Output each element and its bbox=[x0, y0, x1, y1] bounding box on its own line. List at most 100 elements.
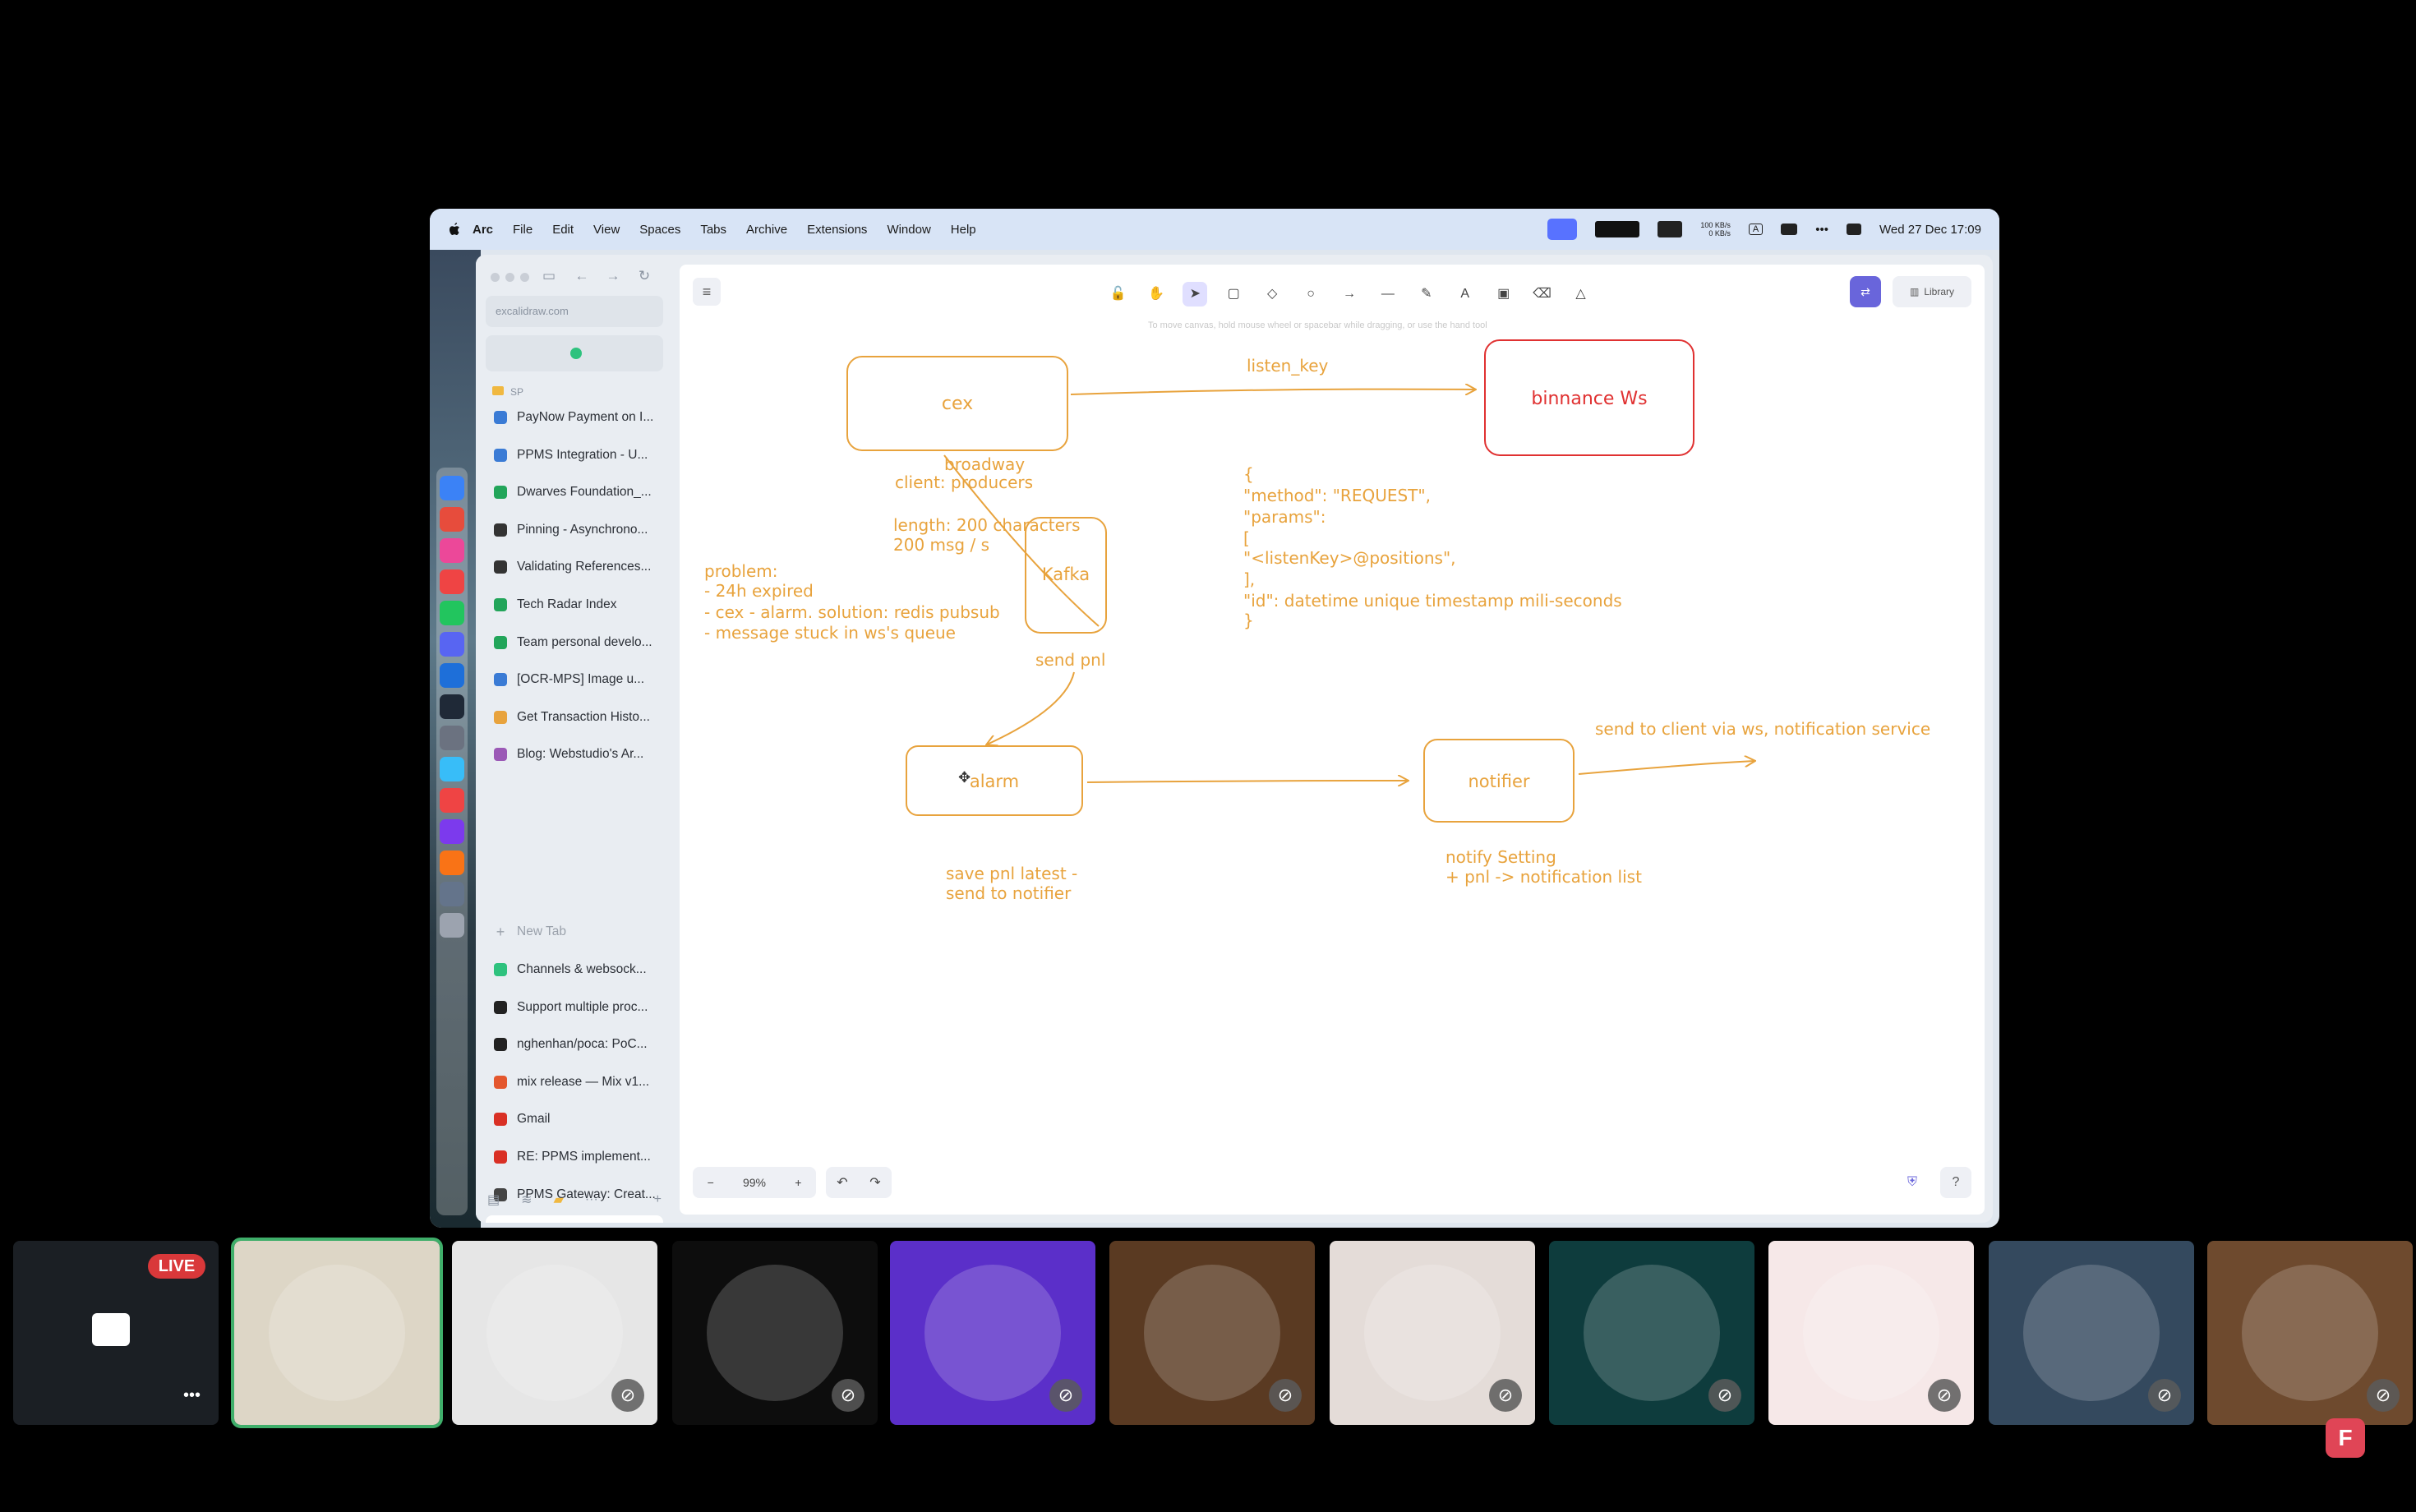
sidebar-tab[interactable]: Channels & websock... bbox=[486, 953, 663, 986]
participant-tile[interactable]: ⊘ bbox=[1330, 1241, 1535, 1425]
library-button[interactable]: ▥Library bbox=[1893, 276, 1971, 307]
discord-app-icon[interactable] bbox=[440, 632, 464, 657]
url-bar[interactable]: excalidraw.com bbox=[486, 296, 663, 327]
participant-tile[interactable]: ⊘ bbox=[2207, 1241, 2413, 1425]
sidebar-tab[interactable]: Get Transaction Histo... bbox=[486, 701, 663, 734]
sidebar-tab[interactable]: Pinning - Asynchrono... bbox=[486, 514, 663, 546]
text-tool-icon[interactable]: A bbox=[1460, 287, 1470, 301]
redo-icon[interactable]: ↷ bbox=[869, 1176, 881, 1190]
pencil-tool-icon[interactable]: ✎ bbox=[1421, 287, 1432, 301]
alarm-notifier-arrow[interactable] bbox=[1086, 781, 1408, 782]
menu-window[interactable]: Window bbox=[887, 222, 931, 237]
more-tools-icon[interactable]: △ bbox=[1575, 287, 1586, 301]
menu-view[interactable]: View bbox=[593, 222, 620, 237]
display-icon[interactable] bbox=[1781, 224, 1798, 235]
excalidraw-canvas[interactable]: ≡ 🔓 ✋ ➤ ▢ ◇ ○ → — ✎ A ▣ ⌫ △ To move canv… bbox=[680, 265, 1985, 1215]
postman-app-icon[interactable] bbox=[440, 850, 464, 875]
cex-kafka-line[interactable] bbox=[943, 454, 1100, 627]
menu-tabs[interactable]: Tabs bbox=[700, 222, 727, 237]
rectangle-tool-icon[interactable]: ▢ bbox=[1227, 287, 1240, 301]
terminal-app-icon[interactable] bbox=[440, 694, 464, 719]
control-center-icon[interactable] bbox=[1847, 224, 1862, 235]
sidebar-tab[interactable]: mix release — Mix v1... bbox=[486, 1066, 663, 1099]
sidebar-tab[interactable]: Gmail bbox=[486, 1103, 663, 1136]
close-window-button[interactable] bbox=[491, 273, 500, 282]
vscode-app-icon[interactable] bbox=[440, 663, 464, 688]
menu-arc[interactable]: Arc bbox=[473, 222, 494, 237]
new-space-icon[interactable]: + bbox=[653, 1192, 662, 1206]
tor-app-icon[interactable] bbox=[440, 819, 464, 844]
screen-share-icon[interactable] bbox=[1547, 219, 1578, 240]
spaces-icon[interactable]: ≋ bbox=[521, 1193, 533, 1207]
menu-spaces[interactable]: Spaces bbox=[639, 222, 681, 237]
forward-icon[interactable]: → bbox=[606, 268, 620, 284]
back-icon[interactable]: ← bbox=[574, 268, 589, 284]
send-pnl-arrow[interactable] bbox=[987, 671, 1075, 744]
line-tool-icon[interactable]: — bbox=[1381, 287, 1395, 301]
diagram[interactable]: cex binnance Ws listen_key broadway clie… bbox=[680, 265, 1985, 1215]
sidebar-tab[interactable]: PayNow Payment on I... bbox=[486, 401, 663, 434]
sidebar-tab[interactable]: Blog: Webstudio's Ar... bbox=[486, 738, 663, 771]
diamond-tool-icon[interactable]: ◇ bbox=[1266, 287, 1278, 301]
sidebar-tab[interactable]: nghenhan/poca: PoC... bbox=[486, 1028, 663, 1061]
zoom-level[interactable]: 99% bbox=[742, 1176, 766, 1189]
reload-icon[interactable]: ↻ bbox=[638, 268, 651, 284]
alarm-box[interactable] bbox=[906, 745, 1083, 816]
archive-icon[interactable]: ▤ bbox=[487, 1193, 500, 1207]
safari-app-icon[interactable] bbox=[440, 757, 464, 781]
listen-key-arrow[interactable] bbox=[1070, 390, 1475, 394]
sidebar-tab[interactable]: Team personal develo... bbox=[486, 626, 663, 659]
participant-tile[interactable]: ⊘ bbox=[1989, 1241, 2194, 1425]
ellipse-tool-icon[interactable]: ○ bbox=[1307, 287, 1315, 301]
cex-box[interactable] bbox=[846, 356, 1068, 451]
sidebar-tab[interactable]: Tech Radar Index bbox=[486, 588, 663, 621]
participant-tile[interactable]: ⊘ bbox=[1768, 1241, 1974, 1425]
sidebar-tab[interactable]: Support multiple proc... bbox=[486, 991, 663, 1024]
spotify-icon[interactable] bbox=[570, 348, 582, 359]
more-spaces-icon[interactable]: ··· bbox=[584, 1192, 598, 1206]
eraser-tool-icon[interactable]: ⌫ bbox=[1533, 287, 1551, 301]
minimize-window-button[interactable] bbox=[505, 273, 514, 282]
main-menu-icon[interactable]: ≡ bbox=[693, 278, 721, 306]
apple-icon[interactable] bbox=[448, 222, 461, 237]
json-note[interactable]: { "method": "REQUEST", "params": [ "<lis… bbox=[1243, 464, 1622, 630]
notifier-box[interactable] bbox=[1423, 739, 1575, 823]
menu-archive[interactable]: Archive bbox=[746, 222, 788, 237]
more-icon[interactable]: ••• bbox=[1815, 222, 1829, 237]
sidebar-toggle-icon[interactable]: ▭ bbox=[542, 268, 556, 284]
participant-tile[interactable]: ⊘ bbox=[890, 1241, 1095, 1425]
finder-icon[interactable] bbox=[440, 476, 464, 500]
menu-extensions[interactable]: Extensions bbox=[807, 222, 868, 237]
notify-client-arrow[interactable] bbox=[1578, 761, 1754, 775]
input-source-icon[interactable]: A bbox=[1748, 224, 1764, 235]
participant-tile[interactable]: ⊘ bbox=[1109, 1241, 1315, 1425]
kafka-box[interactable] bbox=[1025, 517, 1107, 634]
sidebar-tab[interactable]: [OCR-MPS] Image u... bbox=[486, 663, 663, 696]
clock[interactable]: Wed 27 Dec 17:09 bbox=[1879, 222, 1981, 237]
calendar-app-icon[interactable] bbox=[440, 569, 464, 594]
zoom-window-button[interactable] bbox=[520, 273, 529, 282]
hand-tool-icon[interactable]: ✋ bbox=[1148, 287, 1165, 301]
preview-app-icon[interactable] bbox=[440, 882, 464, 906]
photos-icon[interactable] bbox=[440, 507, 464, 532]
new-tab-button[interactable]: +New Tab bbox=[486, 915, 663, 948]
sidebar-tab[interactable]: RE: PPMS implement... bbox=[486, 1141, 663, 1173]
sidebar-tab[interactable]: Dwarves Foundation_... bbox=[486, 476, 663, 509]
slack-app-icon[interactable] bbox=[440, 601, 464, 625]
pinned-favorites[interactable] bbox=[486, 335, 663, 371]
trash-icon[interactable] bbox=[440, 913, 464, 938]
sidebar-tab[interactable]: PPMS Integration - U... bbox=[486, 439, 663, 472]
menu-file[interactable]: File bbox=[513, 222, 533, 237]
arrow-tool-icon[interactable]: → bbox=[1342, 287, 1356, 301]
undo-icon[interactable]: ↶ bbox=[837, 1176, 848, 1190]
sidebar-tab[interactable]: Excalidraw bbox=[486, 1215, 663, 1223]
help-icon[interactable]: ? bbox=[1940, 1167, 1971, 1198]
image-tool-icon[interactable]: ▣ bbox=[1497, 287, 1510, 301]
participant-tile[interactable]: ⊘ bbox=[1549, 1241, 1754, 1425]
disk-app-icon[interactable] bbox=[440, 726, 464, 750]
zoom-in-button[interactable]: + bbox=[795, 1176, 802, 1189]
select-tool-icon[interactable]: ➤ bbox=[1183, 282, 1208, 307]
participant-tile[interactable]: ⊘ bbox=[452, 1241, 657, 1425]
participant-tile[interactable] bbox=[231, 1238, 443, 1428]
arc-app-icon[interactable] bbox=[440, 538, 464, 563]
